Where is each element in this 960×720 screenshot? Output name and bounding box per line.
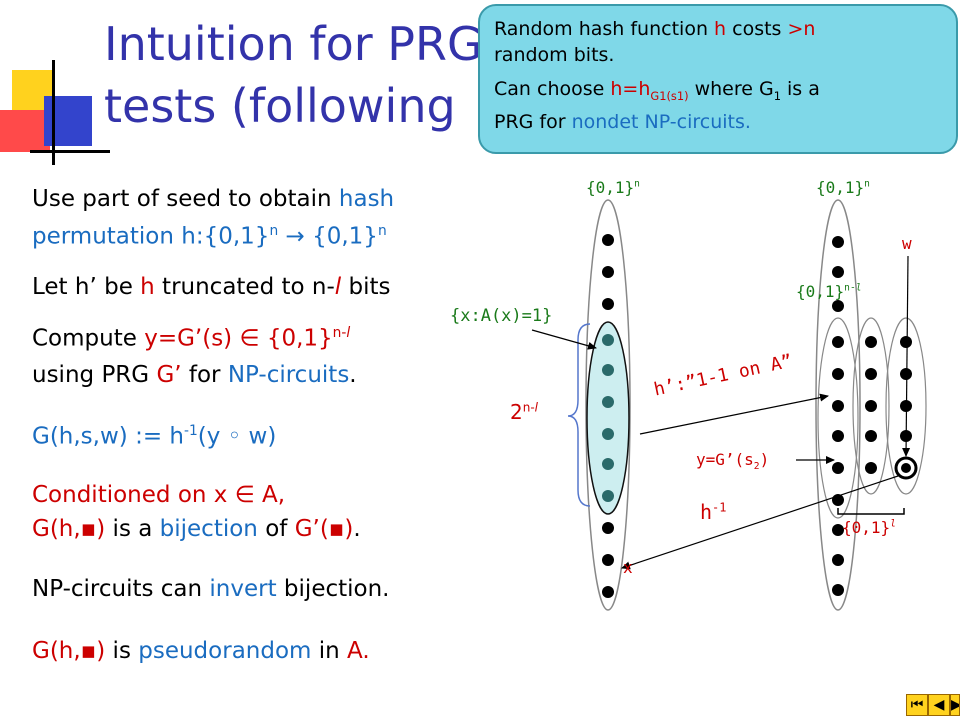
brace bbox=[567, 323, 591, 507]
callout-text: Can choose bbox=[494, 78, 611, 100]
inner-ellipse-3 bbox=[885, 317, 927, 495]
callout-text: is a bbox=[780, 78, 820, 100]
callout-n: >n bbox=[787, 18, 816, 40]
logo-hline bbox=[30, 150, 110, 153]
bullet-G-def: G(h,s,w) := h-1(y ◦ w) bbox=[32, 423, 277, 450]
callout-text: random bits. bbox=[494, 44, 615, 66]
callout-box: Random hash function h costs >n random bi… bbox=[478, 4, 958, 154]
left-dots bbox=[602, 234, 614, 598]
callout-h: h bbox=[714, 18, 727, 40]
target-point-ring bbox=[894, 456, 918, 480]
bullet-hash-1: Use part of seed to obtain hash bbox=[32, 186, 395, 212]
callout-nondet: nondet NP-circuits. bbox=[571, 110, 751, 133]
size-label: 2n-l bbox=[510, 400, 539, 424]
nav-first-button[interactable]: ⏮ bbox=[906, 694, 928, 716]
arrow-h-inverse bbox=[621, 475, 899, 570]
callout-text: where G bbox=[688, 78, 774, 100]
slide-title-line1: Intuition for PRG bbox=[104, 17, 483, 71]
l-set-label: {0,1}l bbox=[842, 518, 896, 537]
left-set-label: {0,1}n bbox=[586, 178, 640, 197]
callout-sub2: 1 bbox=[773, 88, 781, 103]
bullet-conditioned-1: Conditioned on x ∈ A, bbox=[32, 482, 286, 508]
arrow-w bbox=[902, 255, 911, 457]
callout-text: costs bbox=[726, 18, 788, 40]
A-dots bbox=[602, 334, 614, 502]
left-domain-ellipse bbox=[585, 199, 631, 611]
right-set-label: {0,1}n bbox=[816, 178, 870, 197]
set-A-ellipse bbox=[586, 321, 630, 515]
callout-paragraph-2: Can choose h=hG1(s1) where G1 is a PRG fo… bbox=[494, 76, 942, 135]
logo-vline bbox=[52, 60, 55, 165]
logo-red-block bbox=[0, 110, 50, 152]
callout-text: PRG for bbox=[494, 110, 572, 133]
callout-sub: G1(s1) bbox=[650, 88, 689, 103]
inner-ellipse-2 bbox=[852, 317, 890, 495]
bottom-brace bbox=[837, 508, 905, 515]
bullet-compute-2: using PRG G’ for NP-circuits. bbox=[32, 362, 357, 388]
inner-set-label: {0,1}n-l bbox=[796, 282, 862, 301]
target-point bbox=[901, 463, 911, 473]
y-label: y=G’(s2) bbox=[696, 450, 770, 473]
right-range-ellipse bbox=[815, 199, 861, 611]
h-inverse-label: h-1 bbox=[700, 500, 727, 524]
logo-decoration bbox=[0, 0, 110, 170]
bullet-conditioned-2: G(h,▪) is a bijection of G’(▪). bbox=[32, 516, 361, 542]
callout-text: Random hash function bbox=[494, 18, 715, 40]
callout-hG: h=hG1(s1) bbox=[610, 78, 689, 103]
bullet-compute-1: Compute y=G’(s) ∈ {0,1}n-l bbox=[32, 325, 351, 352]
bullet-hash-2: permutation h:{0,1}n → {0,1}n bbox=[32, 223, 387, 250]
x-label: x bbox=[623, 558, 633, 577]
arrow-A-label bbox=[531, 329, 597, 350]
bullet-pseudorandom: G(h,▪) is pseudorandom in A. bbox=[32, 638, 370, 664]
w-label: w bbox=[902, 234, 912, 253]
bullet-invert: NP-circuits can invert bijection. bbox=[32, 576, 390, 602]
A-set-label: {x:A(x)=1} bbox=[450, 306, 553, 326]
bullet-truncate: Let h’ be h truncated to n-l bits bbox=[32, 274, 391, 300]
arrow-h-prime bbox=[639, 393, 829, 435]
inner-ellipse-1 bbox=[817, 317, 859, 519]
slide-title-line2: tests (following bbox=[104, 79, 456, 133]
callout-paragraph-1: Random hash function h costs >n random bi… bbox=[494, 16, 942, 68]
nav-prev-button[interactable]: ◀ bbox=[928, 694, 950, 716]
right-dots bbox=[832, 236, 912, 596]
nav-next-button[interactable]: ▶ bbox=[950, 694, 960, 716]
